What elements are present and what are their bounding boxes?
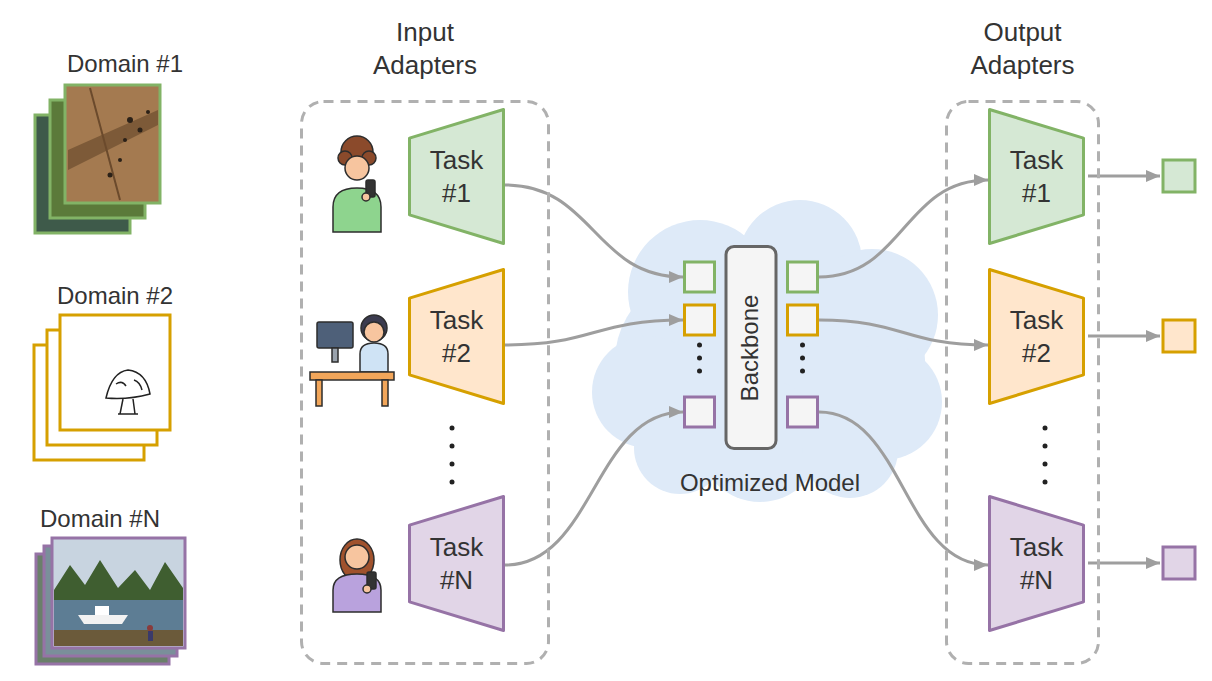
trapezoid-shape [990,497,1084,631]
input-adapter: Task #N [408,495,505,632]
lake-photo [54,560,183,646]
user-icon [333,539,381,612]
optimized-model-cloud: BackboneOptimized Model [595,200,945,505]
adapter-group-outline [300,100,550,665]
connector-arrow [505,412,683,565]
token-square [685,262,715,292]
backbone-label: Backbone [737,294,765,401]
output-adapter-outline [988,495,1085,632]
task-label: Task #1 [421,144,493,209]
trapezoid-shape [990,270,1084,404]
input-adapter-outline [408,495,505,632]
optimized-model-cloud-outline [595,200,945,505]
trapezoid-shape [410,497,504,631]
adapter-group: Task #1Task #2Task #NInput Adapters [300,100,550,665]
domain-photo-stack [36,538,185,664]
trapezoid-shape [990,110,1084,244]
user-icon [333,136,381,232]
output-adapter: Task #N [988,495,1085,632]
token-square [788,397,818,427]
token-square [685,397,715,427]
ellipsis-dot [800,356,805,361]
token-square [788,305,818,335]
connector-arrow [819,180,988,277]
dashed-group-border [947,102,1099,664]
trapezoid-shape [410,110,504,244]
output-adapter: Task #1 [988,108,1085,245]
output-adapter-outline [988,108,1085,245]
input-adapter: Task #1 [408,108,505,245]
ellipsis-dot [697,369,702,374]
group-heading: Output Adapters [958,16,1088,81]
ellipsis-dot [800,369,805,374]
token-square [788,262,818,292]
backbone-block: Backbone [683,245,819,450]
task-label: Task #2 [421,304,493,369]
output-arrow [1088,176,1160,563]
output-square [1163,160,1195,579]
trapezoid-shape [410,270,504,404]
input-adapter-outline [408,108,505,245]
cloud-label: Optimized Model [680,469,860,497]
backbone-rect [726,247,776,449]
domain-sketch-stack [34,315,170,460]
task-label: Task #1 [1001,144,1073,209]
domain-label: Domain #1 [67,50,183,78]
domain-label: Domain #N [40,505,160,533]
group-heading: Input Adapters [360,16,490,81]
task-label: Task #N [421,531,493,596]
adapter-group: Task #1Task #2Task #NOutput Adapters [945,100,1100,665]
ellipsis-dot [800,343,805,348]
input-adapter: Task #2 [408,268,505,405]
ellipsis-dot [697,356,702,361]
connector-arrow [819,320,988,345]
connector-arrow [505,320,683,345]
output-adapter-outline [988,268,1085,405]
task-label: Task #N [1001,531,1073,596]
user-at-desk-icon [310,315,394,406]
input-adapter-outline [408,268,505,405]
leaf-photo [68,88,158,200]
mushroom-sketch [106,370,150,414]
ellipsis-dot [697,343,702,348]
connector-arrow [505,185,683,277]
dashed-group-border [302,102,549,664]
task-label: Task #2 [1001,304,1073,369]
token-square [685,305,715,335]
domain-label: Domain #2 [57,282,173,310]
domain-image-stack [35,85,160,233]
output-adapter: Task #2 [988,268,1085,405]
